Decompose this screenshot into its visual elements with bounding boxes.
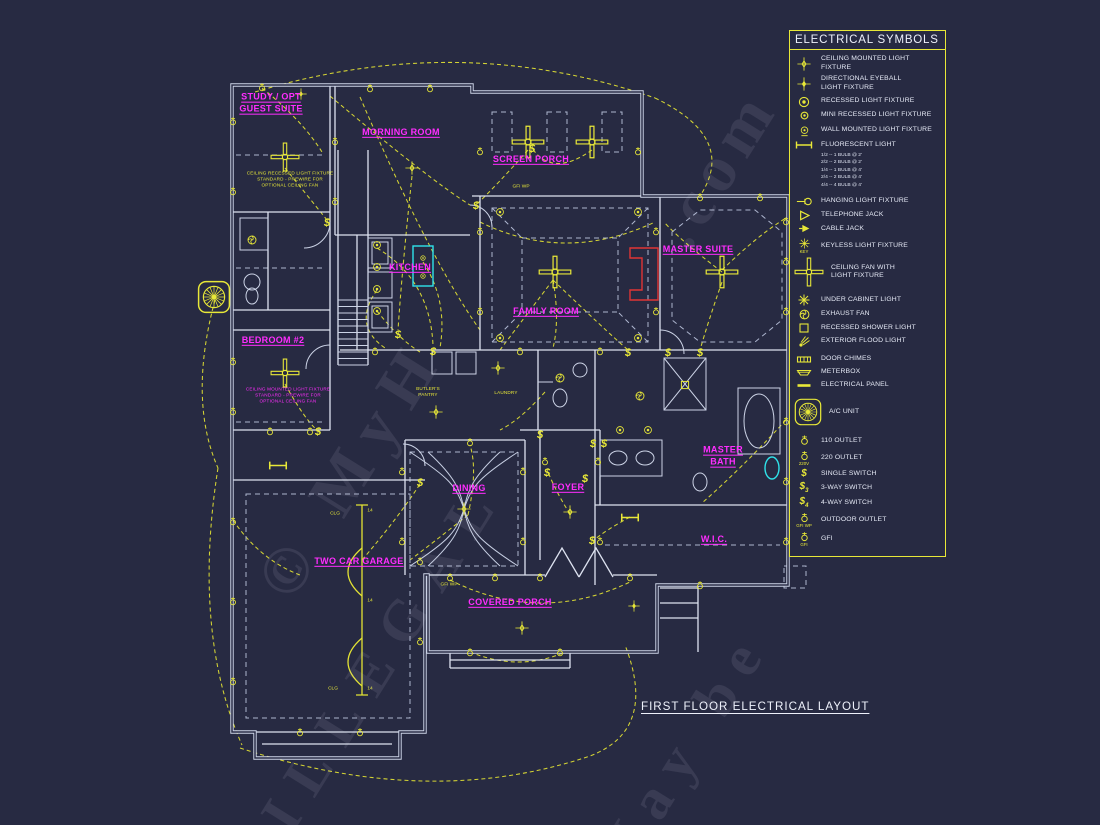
- single-switch-icon: $: [801, 468, 807, 480]
- legend-item-220-outlet: 220V 220 OUTLET: [794, 450, 941, 466]
- ac-unit-symbol: [197, 280, 231, 314]
- ceiling-detail-layer: [236, 111, 807, 719]
- legend-panel: ELECTRICAL SYMBOLS CEILING MOUNTED LIGHT…: [789, 30, 946, 558]
- legend-item-ceiling-fan: CEILING FAN WITH LIGHT FIXTURE: [794, 257, 941, 287]
- room-label-study: STUDY / OPT GUEST SUITE: [239, 91, 303, 115]
- legend-item-recessed-light: RECESSED LIGHT FIXTURE: [794, 96, 941, 108]
- legend-item-110-outlet: 110 OUTLET: [794, 434, 941, 447]
- room-label-garage: TWO CAR GARAGE: [314, 555, 404, 567]
- legend-item-outdoor-outlet: GFI WP OUTDOOR OUTLET: [794, 512, 941, 528]
- garage-opener-circuit: [347, 504, 368, 696]
- ceiling-mounted-light-icon: [794, 57, 814, 71]
- three-way-switch-icon: $3: [799, 481, 809, 495]
- directional-eyeball-icon: [794, 77, 814, 91]
- gfi-wp-tag-2: GFI WP: [440, 582, 458, 588]
- legend-item-under-cabinet-light: UNDER CABINET LIGHT: [794, 294, 941, 306]
- legend-item-cable-jack: CABLE JACK: [794, 223, 941, 234]
- room-label-foyer: FOYER: [551, 481, 585, 493]
- legend-item-4-way-switch: $4 4-WAY SWITCH: [794, 496, 941, 510]
- site-wiring-layer: [201, 61, 787, 782]
- under-cabinet-light-icon: [794, 294, 814, 306]
- circuit-14-tag-3: 14: [367, 686, 373, 692]
- fluorescent-light-icon: [794, 140, 814, 150]
- recessed-light-icon: [794, 96, 814, 108]
- electrical-panel-icon: [794, 382, 814, 389]
- door-chimes-icon: [794, 355, 814, 364]
- room-label-master-bath: MASTER BATH: [703, 444, 743, 468]
- four-way-switch-icon: $4: [799, 496, 809, 510]
- legend-item-directional-eyeball: DIRECTIONAL EYEBALL LIGHT FIXTURE: [794, 75, 941, 93]
- outdoor-outlet-icon: GFI WP: [794, 512, 814, 528]
- bath-fixture-highlight: [764, 456, 780, 480]
- room-label-master-suite: MASTER SUITE: [662, 243, 734, 255]
- meterbox-icon: [794, 368, 814, 377]
- room-label-family-room: FAMILY ROOM: [513, 305, 579, 317]
- room-label-screen-porch: SCREEN PORCH: [492, 153, 570, 165]
- kitchen-island-highlight: [412, 245, 434, 287]
- legend-item-ac-unit: A/C UNIT: [794, 397, 941, 427]
- room-label-bedroom2: BEDROOM #2: [241, 334, 305, 346]
- room-label-wic: W.I.C.: [700, 533, 728, 545]
- legend-item-keyless-light: KEY KEYLESS LIGHT FIXTURE: [794, 237, 941, 254]
- fireplace-outline: [629, 247, 659, 301]
- telephone-jack-icon: [794, 210, 814, 221]
- ac-unit-icon: [794, 398, 822, 426]
- exterior-flood-light-icon: [794, 336, 814, 348]
- clg-tag-1: CLG: [330, 511, 340, 517]
- clg-tag-2: CLG: [328, 686, 338, 692]
- sheet-title: FIRST FLOOR ELECTRICAL LAYOUT: [641, 699, 870, 713]
- legend-item-gfi: GFI GFI: [794, 531, 941, 547]
- room-label-dining: DINING: [452, 482, 486, 494]
- cyan-highlights: [412, 245, 780, 480]
- legend-item-wall-mounted-light: WALL MOUNTED LIGHT FIXTURE: [794, 124, 941, 138]
- legend-item-exhaust-fan: EXHAUST FAN: [794, 309, 941, 320]
- wall-mounted-light-icon: [794, 124, 814, 138]
- mini-recessed-light-icon: [794, 111, 814, 120]
- legend-item-electrical-panel: ELECTRICAL PANEL: [794, 380, 941, 390]
- hanging-light-icon: [794, 196, 814, 207]
- legend-item-3-way-switch: $3 3-WAY SWITCH: [794, 481, 941, 495]
- legend-item-telephone-jack: TELEPHONE JACK: [794, 210, 941, 221]
- study-prewire-note: CEILING RECESSED LIGHT FIXTURE STANDARD …: [246, 170, 334, 189]
- outlet-110-icon: [794, 434, 814, 447]
- fluorescent-size-notes: 1/2 -- 1 BULB @ 2' 2/2 -- 2 BULB @ 2' 1/…: [821, 153, 862, 188]
- butlers-pantry-label: BUTLER'S PANTRY: [416, 385, 440, 397]
- legend-title: ELECTRICAL SYMBOLS: [790, 33, 945, 50]
- gfi-wp-tag-1: GFI WP: [512, 184, 530, 190]
- fixtures-layer: [239, 204, 781, 492]
- cable-jack-icon: [794, 223, 814, 234]
- outlet-220-icon: 220V: [794, 450, 814, 466]
- circuit-14-tag-2: 14: [367, 598, 373, 604]
- gfi-outlet-icon: GFI: [794, 531, 814, 547]
- circuit-14-tag-1: 14: [367, 508, 373, 514]
- legend-item-exterior-flood-light: EXTERIOR FLOOD LIGHT: [794, 336, 941, 348]
- legend-item-ceiling-mounted-light: CEILING MOUNTED LIGHT FIXTURE: [794, 55, 941, 73]
- legend-item-hanging-light: HANGING LIGHT FIXTURE: [794, 196, 941, 207]
- ceiling-fan-icon: [794, 257, 824, 287]
- legend-item-meterbox: METERBOX: [794, 368, 941, 378]
- legend-item-door-chimes: DOOR CHIMES: [794, 355, 941, 365]
- keyless-light-icon: KEY: [794, 237, 814, 254]
- legend-item-mini-recessed-light: MINI RECESSED LIGHT FIXTURE: [794, 111, 941, 121]
- legend-item-single-switch: $ SINGLE SWITCH: [794, 469, 941, 479]
- recessed-shower-light-icon: [794, 323, 814, 333]
- bedroom-prewire-note: CEILING MOUNTED LIGHT FIXTURE STANDARD -…: [245, 386, 331, 405]
- laundry-label: LAUNDRY: [494, 389, 518, 395]
- room-label-morning-room: MORNING ROOM: [362, 126, 440, 138]
- exhaust-fan-icon: [794, 309, 814, 320]
- room-label-covered-porch: COVERED PORCH: [468, 596, 552, 608]
- room-label-kitchen: KITCHEN: [388, 261, 432, 273]
- legend-item-fluorescent-light: FLUORESCENT LIGHT: [794, 140, 941, 150]
- legend-item-recessed-shower-light: RECESSED SHOWER LIGHT: [794, 323, 941, 333]
